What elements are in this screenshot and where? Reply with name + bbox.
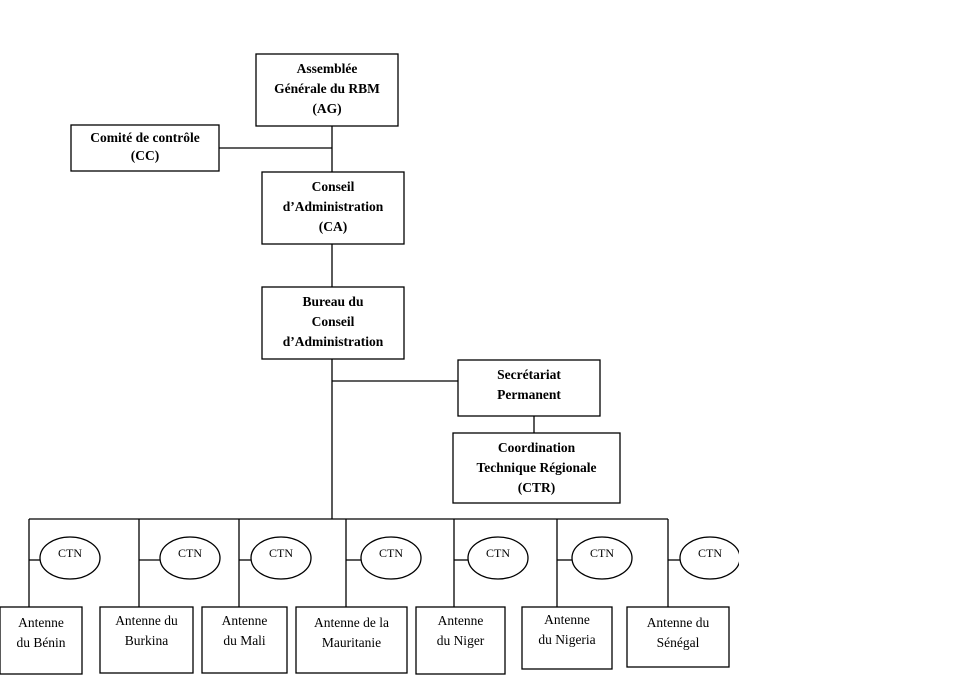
antenne-box-label: du Nigeria xyxy=(538,632,595,647)
antenne-box-label: Mauritanie xyxy=(322,635,381,650)
antenne-box-label: Antenne du xyxy=(115,613,178,628)
antenne-box-label: du Niger xyxy=(437,633,485,648)
antenne-box-label: Antenne du xyxy=(647,615,710,630)
antenne-box xyxy=(295,606,408,674)
assemblee-generale-box-label: (AG) xyxy=(312,101,341,116)
antenne-box xyxy=(521,606,613,670)
antenne-box-label: du Bénin xyxy=(16,635,65,650)
ctn-label: CTN xyxy=(379,546,403,560)
ctn-label: CTN xyxy=(486,546,510,560)
conseil-administration-box xyxy=(261,171,405,245)
antenne-box-label: Antenne xyxy=(222,613,268,628)
antenne-box xyxy=(626,606,730,668)
antenne-box-label: Antenne de la xyxy=(314,615,389,630)
assemblee-generale-box xyxy=(255,53,399,127)
antenne-box xyxy=(415,606,506,675)
conseil-administration-box-label: (CA) xyxy=(319,219,348,234)
secretariat-permanent-box-label: Secrétariat xyxy=(497,367,561,382)
antenne-box-label: Burkina xyxy=(125,633,169,648)
antenne-box-label: Antenne xyxy=(18,615,64,630)
ctn-ellipse xyxy=(360,536,422,580)
conseil-administration-box-label: Conseil xyxy=(312,179,355,194)
bureau-conseil-box-label: Bureau du xyxy=(303,294,364,309)
coordination-technique-box-label: Technique Régionale xyxy=(477,460,597,475)
comite-controle-box xyxy=(70,124,220,172)
antenne-box xyxy=(99,606,194,674)
ctn-ellipse xyxy=(571,536,633,580)
comite-controle-box-label: (CC) xyxy=(131,148,160,163)
ctn-ellipse xyxy=(467,536,529,580)
bureau-conseil-box-label: d’Administration xyxy=(283,334,384,349)
ctn-label: CTN xyxy=(178,546,202,560)
secretariat-permanent-box xyxy=(457,359,601,417)
antenne-box xyxy=(0,606,83,675)
ctn-label: CTN xyxy=(698,546,722,560)
antenne-box xyxy=(201,606,288,674)
coordination-technique-box xyxy=(452,432,621,504)
coordination-technique-box-label: Coordination xyxy=(498,440,576,455)
assemblee-generale-box-label: Générale du RBM xyxy=(274,81,380,96)
comite-controle-box-label: Comité de contrôle xyxy=(90,130,199,145)
ctn-label: CTN xyxy=(590,546,614,560)
conseil-administration-box-label: d’Administration xyxy=(283,199,384,214)
ctn-label: CTN xyxy=(58,546,82,560)
antenne-box-label: Antenne xyxy=(438,613,484,628)
ellipse-clip-mask xyxy=(739,530,759,590)
secretariat-permanent-box-label: Permanent xyxy=(497,387,561,402)
bureau-conseil-box-label: Conseil xyxy=(312,314,355,329)
coordination-technique-box-label: (CTR) xyxy=(518,480,556,495)
ctn-label: CTN xyxy=(269,546,293,560)
antenne-box-label: Sénégal xyxy=(657,635,700,650)
bureau-conseil-box xyxy=(261,286,405,360)
assemblee-generale-box-label: Assemblée xyxy=(297,61,358,76)
antenne-box-label: du Mali xyxy=(223,633,266,648)
ctn-ellipse xyxy=(39,536,101,580)
antenne-box-label: Antenne xyxy=(544,612,590,627)
ctn-ellipse xyxy=(159,536,221,580)
ctn-ellipse xyxy=(250,536,312,580)
